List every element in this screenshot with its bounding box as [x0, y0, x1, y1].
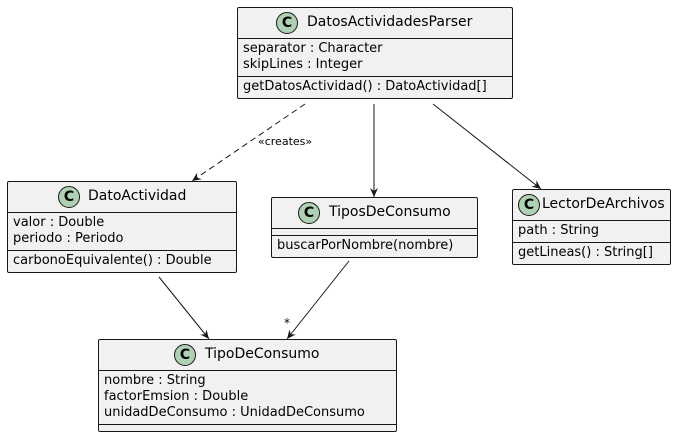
method: buscarPorNombre(nombre) — [277, 238, 454, 253]
attribute: factorEmsion : Double — [104, 389, 249, 404]
attribute: periodo : Periodo — [13, 231, 124, 246]
class-icon: C — [276, 12, 298, 34]
edge-parser-creates-dato — [191, 103, 306, 182]
class-tipos-de-consumo[interactable]: C TiposDeConsumo buscarPorNombre(nombre) — [271, 197, 478, 258]
class-name: LectorDeArchivos — [542, 196, 665, 212]
class-name: TiposDeConsumo — [329, 204, 451, 220]
attributes-section: valor : Double periodo : Periodo — [8, 212, 236, 250]
class-lector-de-archivos[interactable]: C LectorDeArchivos path : String getLine… — [512, 189, 671, 265]
attribute: unidadDeConsumo : UnidadDeConsumo — [104, 405, 365, 420]
attribute: valor : Double — [13, 215, 105, 230]
method: carbonoEquivalente() : Double — [13, 253, 212, 268]
methods-section: carbonoEquivalente() : Double — [8, 250, 236, 272]
attribute: separator : Character — [243, 41, 383, 56]
attributes-section: separator : Character skipLines : Intege… — [238, 38, 512, 76]
methods-section: getLineas() : String[] — [513, 242, 670, 264]
edge-parser-to-lector — [432, 103, 542, 190]
attributes-section — [272, 228, 477, 235]
methods-section — [99, 424, 396, 431]
methods-section: getDatosActividad() : DatoActividad[] — [238, 76, 512, 98]
class-icon: C — [58, 186, 80, 208]
attribute: skipLines : Integer — [243, 57, 363, 72]
class-name: DatoActividad — [88, 188, 187, 204]
class-icon: C — [518, 194, 540, 216]
method: getLineas() : String[] — [518, 245, 653, 260]
class-datos-actividades-parser[interactable]: C DatosActividadesParser separator : Cha… — [237, 7, 513, 99]
attribute: path : String — [518, 223, 599, 238]
attributes-section: nombre : String factorEmsion : Double un… — [99, 370, 396, 424]
multiplicity-label: * — [284, 316, 290, 330]
method: getDatosActividad() : DatoActividad[] — [243, 79, 487, 94]
class-name: DatosActividadesParser — [307, 14, 473, 30]
attributes-section: path : String — [513, 220, 670, 242]
edge-tipos-to-tipo — [286, 260, 350, 340]
class-icon: C — [298, 202, 320, 224]
creates-stereotype-label: «creates» — [258, 135, 313, 148]
edge-dato-to-tipo — [158, 276, 210, 340]
class-name: TipoDeConsumo — [205, 346, 320, 362]
methods-section: buscarPorNombre(nombre) — [272, 235, 477, 257]
class-dato-actividad[interactable]: C DatoActividad valor : Double periodo :… — [7, 181, 237, 273]
attribute: nombre : String — [104, 373, 206, 388]
class-icon: C — [174, 344, 196, 366]
class-tipo-de-consumo[interactable]: C TipoDeConsumo nombre : String factorEm… — [98, 339, 397, 432]
